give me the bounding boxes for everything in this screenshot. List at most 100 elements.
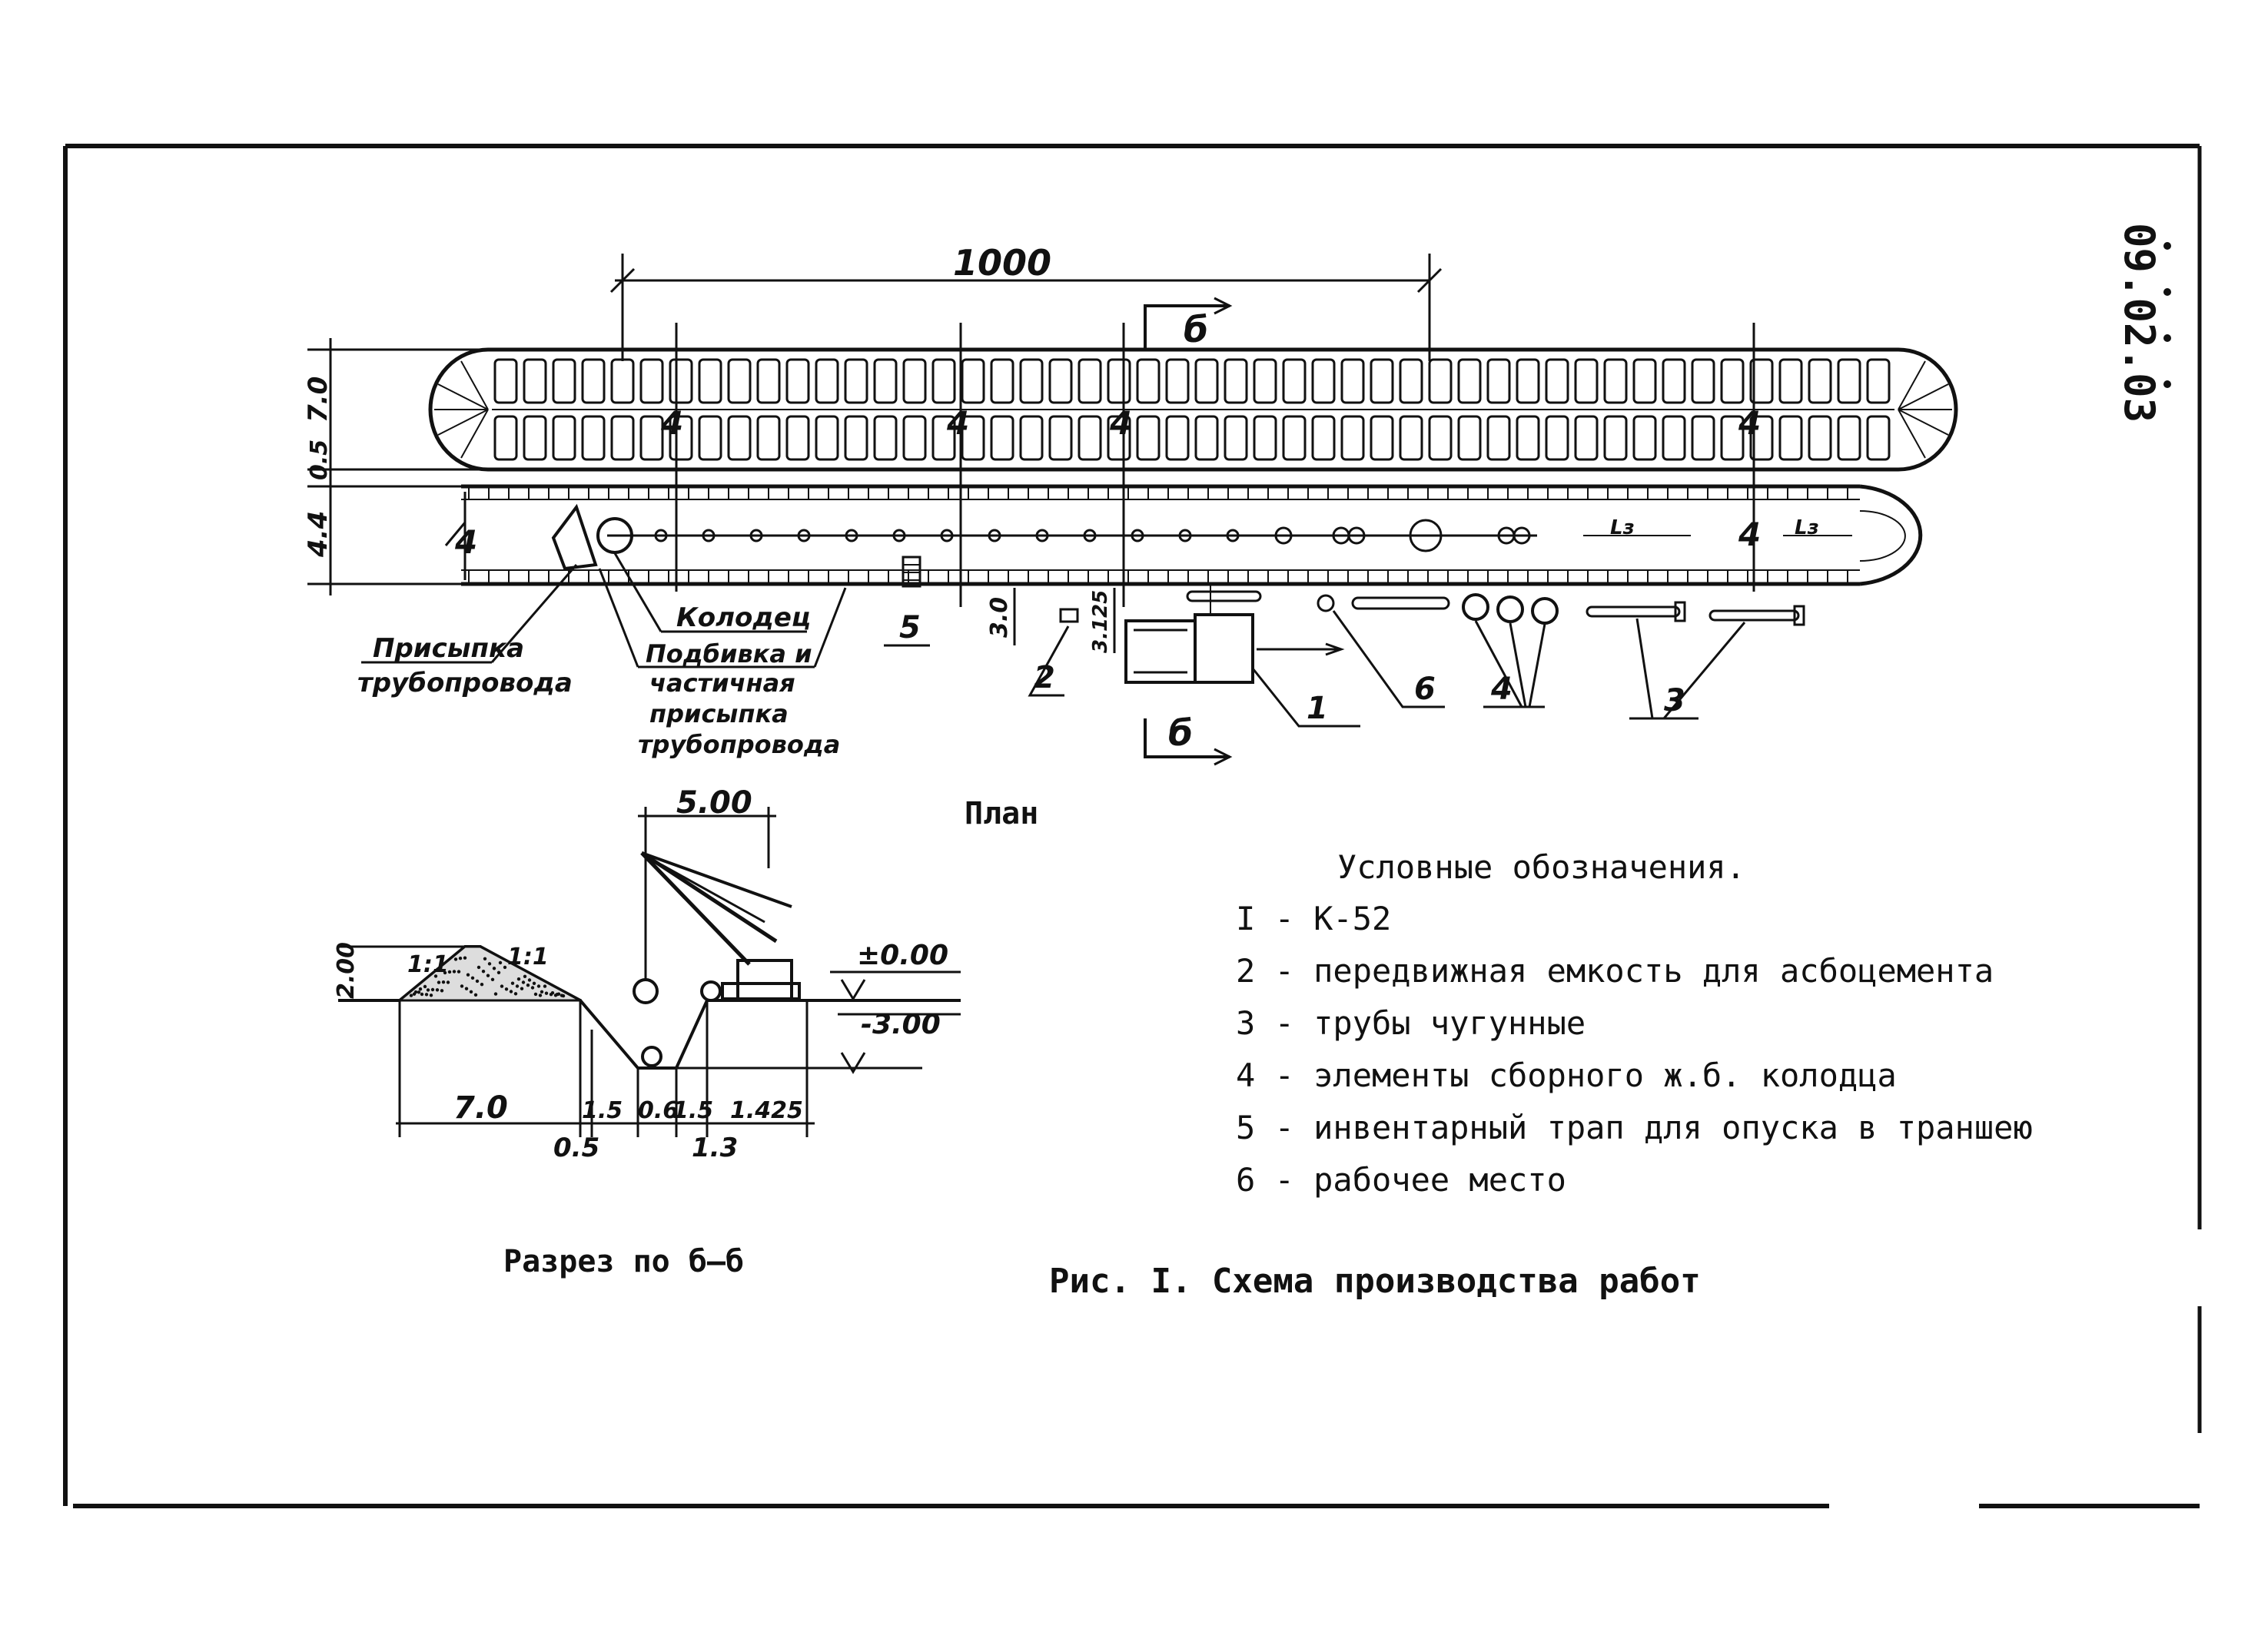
- spoil-dot: [553, 994, 558, 997]
- sheet-frame: [63, 144, 2202, 1508]
- dim-1-3: 1.3: [692, 1133, 738, 1163]
- zone-lines: 4 4 4 4 4 4 Lз Lз: [454, 323, 1819, 607]
- elev-top: ±0.00: [857, 940, 948, 971]
- pipe-cell: [902, 358, 927, 404]
- cast-iron-pipes-3: 3: [1586, 601, 1805, 720]
- pipe-cell: [493, 415, 518, 461]
- section-caption: Разрез по б–б: [503, 1244, 744, 1279]
- zone-mark-3: 4: [1109, 404, 1132, 442]
- pipe-cell: [1720, 358, 1745, 404]
- note-backfill-sub: трубопровода: [357, 668, 573, 698]
- pipe-joint: [988, 529, 1001, 542]
- pipe-cell: [552, 358, 576, 404]
- note-push-4: трубопровода: [638, 730, 840, 759]
- pipe-cell: [1282, 415, 1307, 461]
- top-dim-500: 5.00: [676, 785, 752, 821]
- spoil-dot: [430, 987, 435, 992]
- pipe-cell: [1340, 358, 1365, 404]
- well-symbol: [596, 517, 633, 554]
- spoil-dot: [493, 992, 498, 996]
- spoil-dot: [460, 984, 464, 988]
- spoil-dot: [523, 974, 527, 979]
- spoil-dot: [446, 980, 450, 984]
- pipe-cell: [1632, 358, 1657, 404]
- spoil-heap: [396, 945, 581, 1002]
- zone-mark-2: 4: [946, 404, 969, 442]
- spoil-dot: [510, 981, 515, 985]
- spoil-dots: [409, 956, 566, 998]
- pipe-cell: [990, 358, 1014, 404]
- note-backfill-title: Присыпка: [373, 633, 524, 664]
- spoil-dot: [469, 990, 473, 994]
- slope-right: 1:1: [507, 944, 549, 970]
- pipe-cell: [1486, 358, 1511, 404]
- plan-dimension-1000: 1000: [609, 242, 1443, 361]
- pipe-cell: [1311, 358, 1336, 404]
- legend-item-3: 3 - трубы чугунные: [1236, 1004, 1586, 1042]
- spoil-dot: [470, 976, 475, 980]
- dim-0-5: 0.5: [306, 440, 333, 480]
- pipe-joint: [845, 529, 858, 542]
- pipe-cell: [1136, 358, 1161, 404]
- pipe-cell: [1574, 358, 1599, 404]
- pipe-cell: [961, 358, 985, 404]
- pipe-cell: [1428, 358, 1453, 404]
- spoil-dot: [526, 984, 530, 987]
- section-mark-label-top: б: [1184, 309, 1208, 350]
- crane-k52-plan: 1: [1124, 584, 1360, 728]
- pipe-cell: [1749, 415, 1774, 461]
- ls-mark-2: Lз: [1795, 516, 1819, 539]
- spoil-dot: [549, 993, 553, 997]
- spoil-dot: [429, 994, 433, 997]
- pipe-cell: [1399, 358, 1423, 404]
- pipe-joint: [1178, 529, 1192, 542]
- spoil-dot: [458, 957, 463, 960]
- pipe-cell: [1253, 358, 1277, 404]
- pipe-cells: [493, 358, 1891, 461]
- pipe-cell: [1019, 358, 1044, 404]
- pipe-cell: [1048, 415, 1073, 461]
- pipe-cell: [1837, 358, 1861, 404]
- pipe-cell: [1019, 415, 1044, 461]
- pipe-cell: [1603, 415, 1628, 461]
- section-view: 1:1 1:1 5.00 ±0.00 -3.00 2.00 7.0 1.5 0.…: [333, 785, 961, 1279]
- spoil-dot: [483, 957, 487, 961]
- note-push-2: частичная: [649, 668, 795, 698]
- spoil-dot: [540, 990, 544, 994]
- callout-1: 1: [1307, 691, 1328, 726]
- spoil-dot: [480, 983, 484, 987]
- pipe-cell: [844, 415, 868, 461]
- dim-1000-label: 1000: [953, 242, 1051, 284]
- spoil-dot: [500, 984, 504, 988]
- pipe-cell: [844, 358, 868, 404]
- pipe-cell: [1370, 358, 1394, 404]
- spoil-dot: [437, 980, 441, 984]
- pipe-cell: [1691, 358, 1715, 404]
- pipe-cell: [1574, 415, 1599, 461]
- spoil-dot: [481, 970, 486, 974]
- pipe-cell: [815, 358, 839, 404]
- spoil-dot: [412, 992, 417, 996]
- spoil-dot: [498, 960, 503, 965]
- pipe-joint: [1131, 529, 1144, 542]
- plan-notes: Присыпка трубопровода Колодец Подбивка и…: [357, 552, 847, 759]
- spoil-dot: [496, 970, 501, 975]
- spoil-dot: [464, 987, 469, 990]
- pipe-cell: [1808, 415, 1832, 461]
- strip-left-end: [434, 360, 489, 459]
- spoil-dot: [533, 992, 538, 997]
- pipe-cell: [990, 415, 1014, 461]
- pipe-cell: [1662, 358, 1686, 404]
- asbestos-tank-2: 2: [1028, 608, 1079, 697]
- pipe-joint: [797, 529, 811, 542]
- spoil-dot: [521, 980, 526, 984]
- pipe-cell: [785, 358, 810, 404]
- zone-mark-1: 4: [660, 404, 683, 442]
- ladder-5: 5: [884, 556, 930, 647]
- spoil-dot: [424, 993, 429, 997]
- legend-item-1: I - К-52: [1236, 900, 1391, 937]
- pipe-cell: [1457, 415, 1482, 461]
- plan-left-dimensions: 7.0 0.5 4.4: [303, 338, 492, 595]
- pipe-cell: [1078, 415, 1102, 461]
- pipe-joint: [1035, 529, 1049, 542]
